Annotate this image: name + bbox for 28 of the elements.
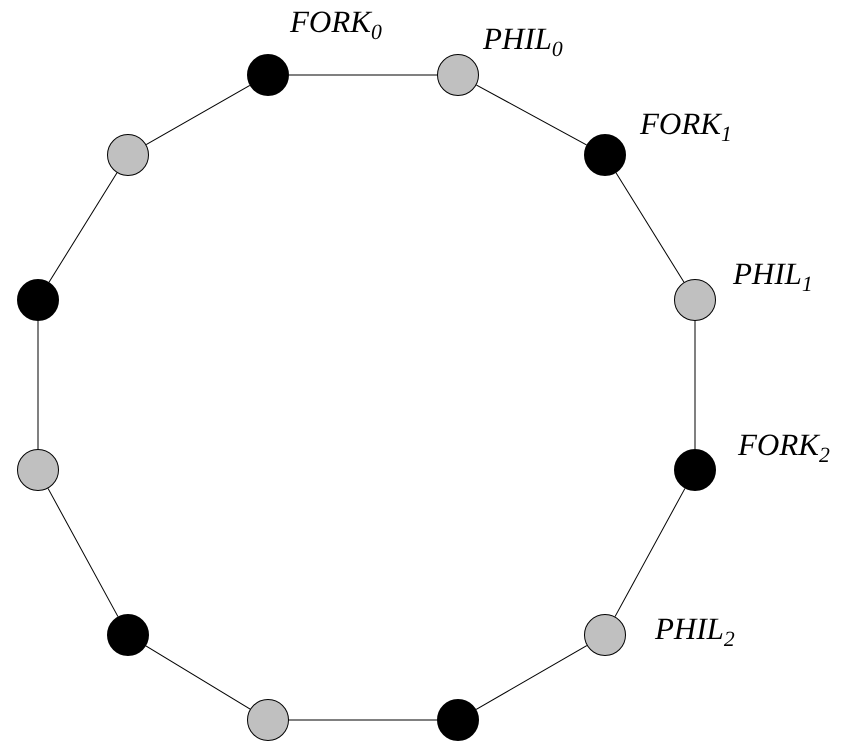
circle-node bbox=[584, 614, 626, 656]
node-label: FORK$_{2}$ bbox=[738, 428, 830, 468]
node-label: PHIL$_{1}$ bbox=[733, 257, 813, 298]
circle-node bbox=[437, 699, 479, 741]
connector-line bbox=[48, 488, 118, 618]
circle-node bbox=[584, 134, 626, 176]
circle-node bbox=[17, 449, 59, 491]
connector-line bbox=[616, 172, 684, 283]
connector-line bbox=[146, 84, 250, 146]
node-label: FORK$_{1}$ bbox=[640, 107, 732, 148]
connector-line bbox=[614, 488, 686, 618]
node-label: FORK$_{0}$ bbox=[290, 5, 382, 46]
connector-line bbox=[476, 84, 588, 146]
circle-node bbox=[437, 54, 479, 96]
connector-line bbox=[694, 320, 696, 450]
node-label: PHIL$_{0}$ bbox=[483, 22, 563, 62]
connector-line bbox=[48, 172, 118, 283]
connector-line bbox=[145, 645, 251, 710]
circle-node bbox=[674, 449, 716, 491]
circle-node bbox=[107, 134, 149, 176]
circle-node bbox=[247, 699, 289, 741]
circle-node bbox=[17, 279, 59, 321]
circle-node bbox=[247, 54, 289, 96]
circle-node bbox=[674, 279, 716, 321]
connector-line bbox=[288, 74, 438, 76]
connector-line bbox=[476, 645, 588, 710]
node-label: PHIL$_{2}$ bbox=[655, 612, 735, 652]
circle-node bbox=[107, 614, 149, 656]
